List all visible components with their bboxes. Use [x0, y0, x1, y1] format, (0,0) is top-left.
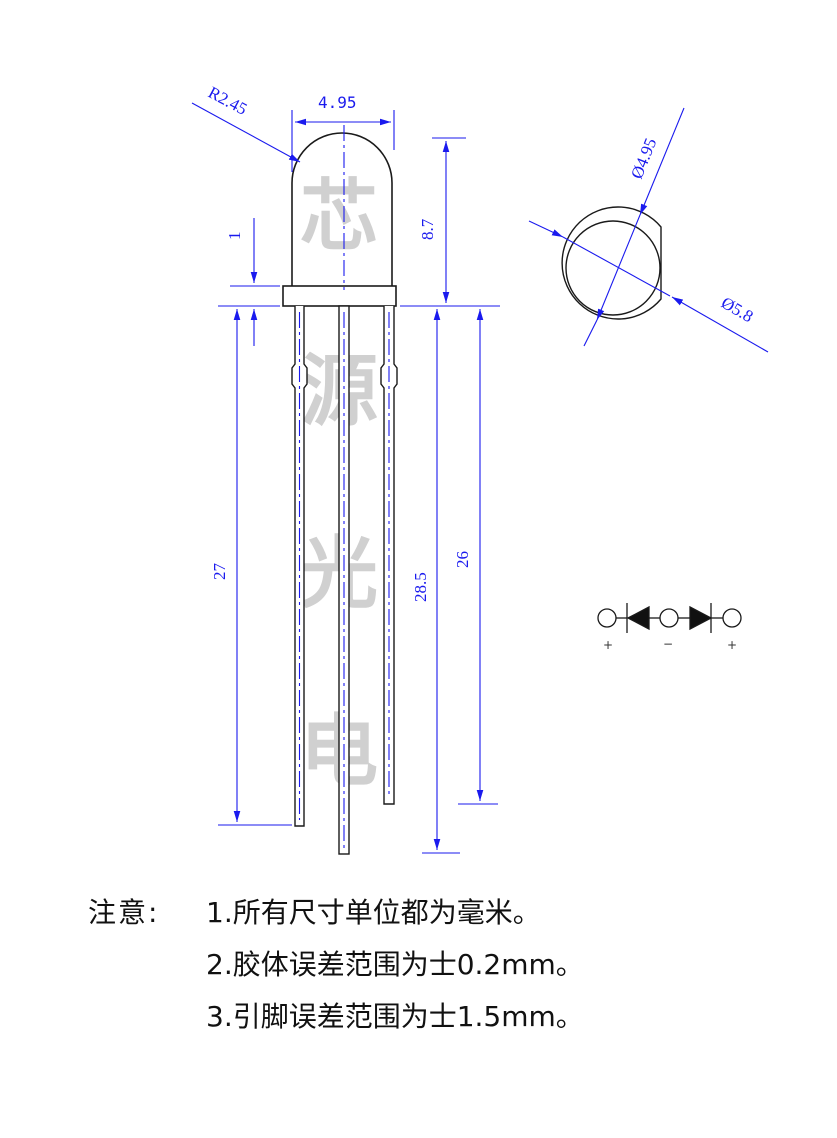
note-row-1: 注意: 1.所有尺寸单位都为毫米。 — [88, 887, 584, 939]
top-view-dome — [565, 220, 661, 316]
pin-circle-center — [659, 608, 679, 628]
centerlines — [298, 125, 390, 848]
dim-outer-diameter: Ø5.8 — [718, 293, 757, 326]
dim-long-lead: 26 — [453, 551, 472, 568]
dim-dome-height: 8.7 — [418, 218, 437, 240]
dim-flange: 1 — [225, 232, 244, 241]
dim-short-lead: 27 — [210, 563, 229, 581]
diode-triangle-left — [626, 605, 650, 631]
notes-title: 注意: — [88, 896, 160, 929]
dim-inner-diameter: Ø4.95 — [627, 135, 660, 181]
pin-left-label: + — [603, 638, 613, 652]
diode-triangle-right — [689, 605, 713, 631]
watermark-char-1: 芯 — [300, 172, 378, 262]
dim-body-width: 4.95 — [318, 93, 357, 112]
led-flange — [282, 285, 397, 307]
lead-center — [338, 305, 350, 855]
pin-center-label: − — [663, 637, 673, 651]
led-dome — [291, 132, 393, 286]
note-item-2: 2.胶体误差范围为士0.2mm。 — [206, 948, 584, 981]
dimension-lines — [191, 102, 500, 854]
pin-right-label: + — [727, 638, 737, 652]
circuit-symbol — [597, 603, 742, 633]
note-item-1: 1.所有尺寸单位都为毫米。 — [206, 896, 541, 929]
dim-center-lead: 28.5 — [411, 572, 430, 602]
note-item-3: 3.引脚误差范围为士1.5mm。 — [206, 1000, 584, 1033]
pin-circle-right — [722, 608, 742, 628]
note-row-2: 2.胶体误差范围为士0.2mm。 — [88, 939, 584, 991]
top-view: Ø4.95 Ø5.8 — [528, 107, 769, 353]
pin-polarity-labels: + − + — [603, 637, 737, 652]
top-view-outer-flange — [561, 206, 662, 320]
notes-block: 注意: 1.所有尺寸单位都为毫米。 2.胶体误差范围为士0.2mm。 3.引脚误差… — [88, 887, 584, 1043]
note-row-3: 3.引脚误差范围为士1.5mm。 — [88, 991, 584, 1043]
pin-circle-left — [597, 608, 617, 628]
